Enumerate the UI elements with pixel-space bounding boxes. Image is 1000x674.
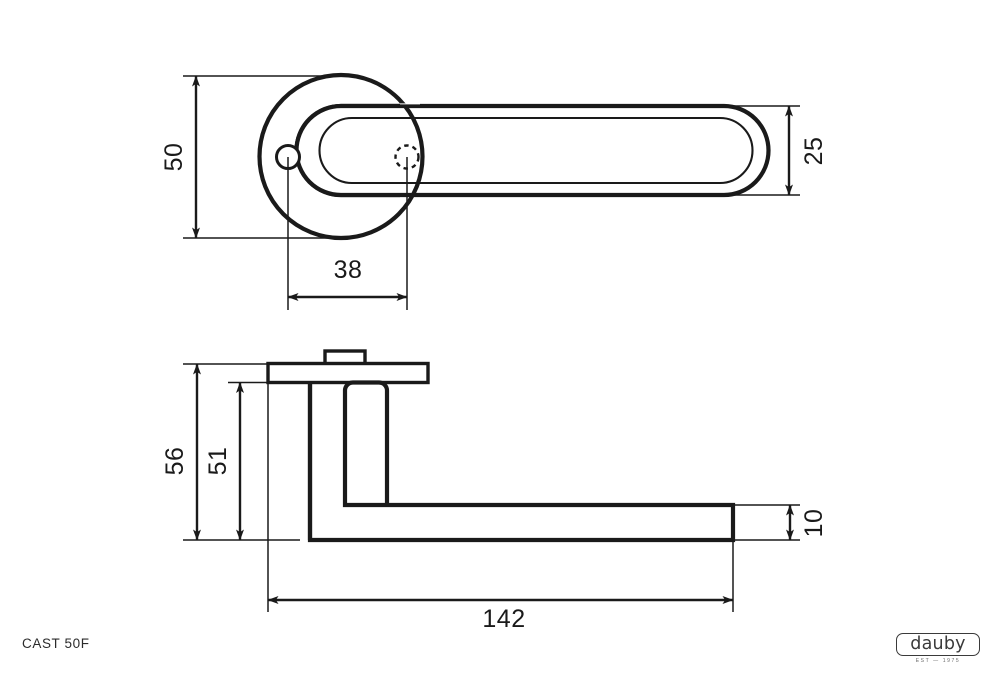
side-view: 56 51 10 142 [161,349,828,633]
dimension-10: 10 [786,504,828,541]
dimension-142-label: 142 [482,605,525,633]
side-extension-lines [183,363,800,612]
front-view: 50 25 38 [160,72,828,310]
logo-tagline: EST — 1975 [915,658,961,664]
dimension-38-label: 38 [334,256,363,284]
side-lever-profile [307,380,736,543]
dimension-56-label: 56 [161,447,189,476]
dimension-142: 142 [267,596,734,633]
dimension-50-label: 50 [160,143,188,172]
logo-wordmark: dauby [910,634,966,654]
dimension-50: 50 [160,75,200,239]
dimension-51: 51 [204,382,244,541]
part-code-label: CAST 50F [22,636,90,651]
dimension-51-label: 51 [204,447,232,476]
dimension-25-label: 25 [800,137,828,166]
side-rose-plate [266,361,430,385]
dimension-56: 56 [161,363,201,541]
dimension-38: 38 [287,256,408,301]
dauby-logo: dauby EST — 1975 [896,633,984,671]
dimension-10-label: 10 [800,509,828,538]
logo-frame [896,633,980,656]
dimension-25: 25 [785,105,828,196]
front-extension-lines [183,75,800,310]
